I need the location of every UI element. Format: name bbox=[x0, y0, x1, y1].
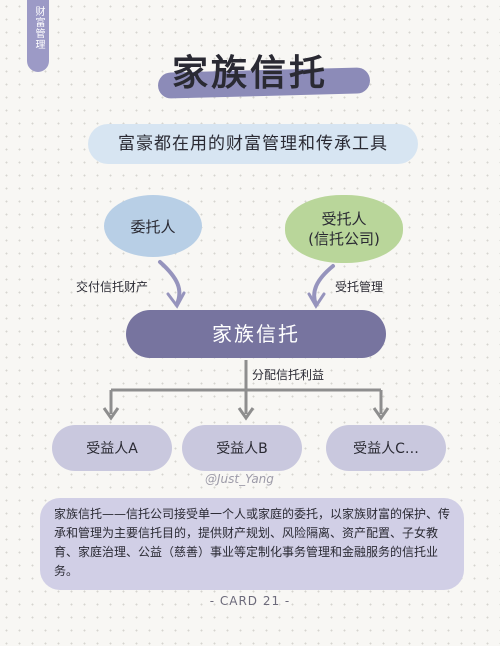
settlor-label: 委托人 bbox=[130, 217, 176, 236]
beneficiary-c-node: 受益人C… bbox=[326, 425, 446, 471]
trustee-label: 受托人 bbox=[321, 210, 367, 228]
arrow-settlor-to-trust bbox=[158, 260, 182, 306]
arrowhead-right bbox=[307, 292, 326, 309]
family-trust-label: 家族信托 bbox=[212, 322, 300, 346]
card-number: - CARD 21 - bbox=[209, 594, 291, 608]
trustee-node: 受托人 (信托公司) bbox=[285, 195, 403, 263]
beneficiary-a-node: 受益人A bbox=[52, 425, 172, 471]
author-watermark: @Just_Yang bbox=[205, 472, 274, 486]
description-text: 家族信托——信托公司接受单一个人或家庭的委托，以家族财富的保护、传承和管理为主要… bbox=[54, 507, 451, 578]
arrow-trustee-to-trust bbox=[312, 264, 335, 307]
arrowhead-c bbox=[372, 407, 390, 421]
category-tab: 财富管理 bbox=[27, 0, 49, 72]
beneficiary-b-node: 受益人B bbox=[182, 425, 302, 471]
description-background bbox=[40, 498, 464, 590]
page-subtitle: 富豪都在用的财富管理和传承工具 bbox=[118, 134, 388, 154]
edge-label-deliver: 交付信托财产 bbox=[76, 280, 149, 294]
family-trust-node bbox=[126, 310, 386, 358]
page-title: 家族信托 bbox=[171, 53, 328, 94]
beneficiary-c-label: 受益人C… bbox=[353, 441, 419, 457]
trustee-sublabel: (信托公司) bbox=[308, 230, 380, 248]
arrowhead-left bbox=[166, 291, 186, 309]
arrowhead-a bbox=[102, 407, 120, 421]
arrowhead-b bbox=[237, 407, 255, 421]
category-tab-label: 财富管理 bbox=[33, 6, 44, 50]
settlor-node: 委托人 bbox=[104, 195, 202, 257]
beneficiary-b-label: 受益人B bbox=[216, 441, 268, 457]
edge-label-manage: 受托管理 bbox=[335, 280, 384, 294]
edge-label-distribute: 分配信托利益 bbox=[252, 368, 325, 382]
subtitle-background bbox=[88, 124, 418, 164]
beneficiary-a-label: 受益人A bbox=[86, 441, 138, 457]
